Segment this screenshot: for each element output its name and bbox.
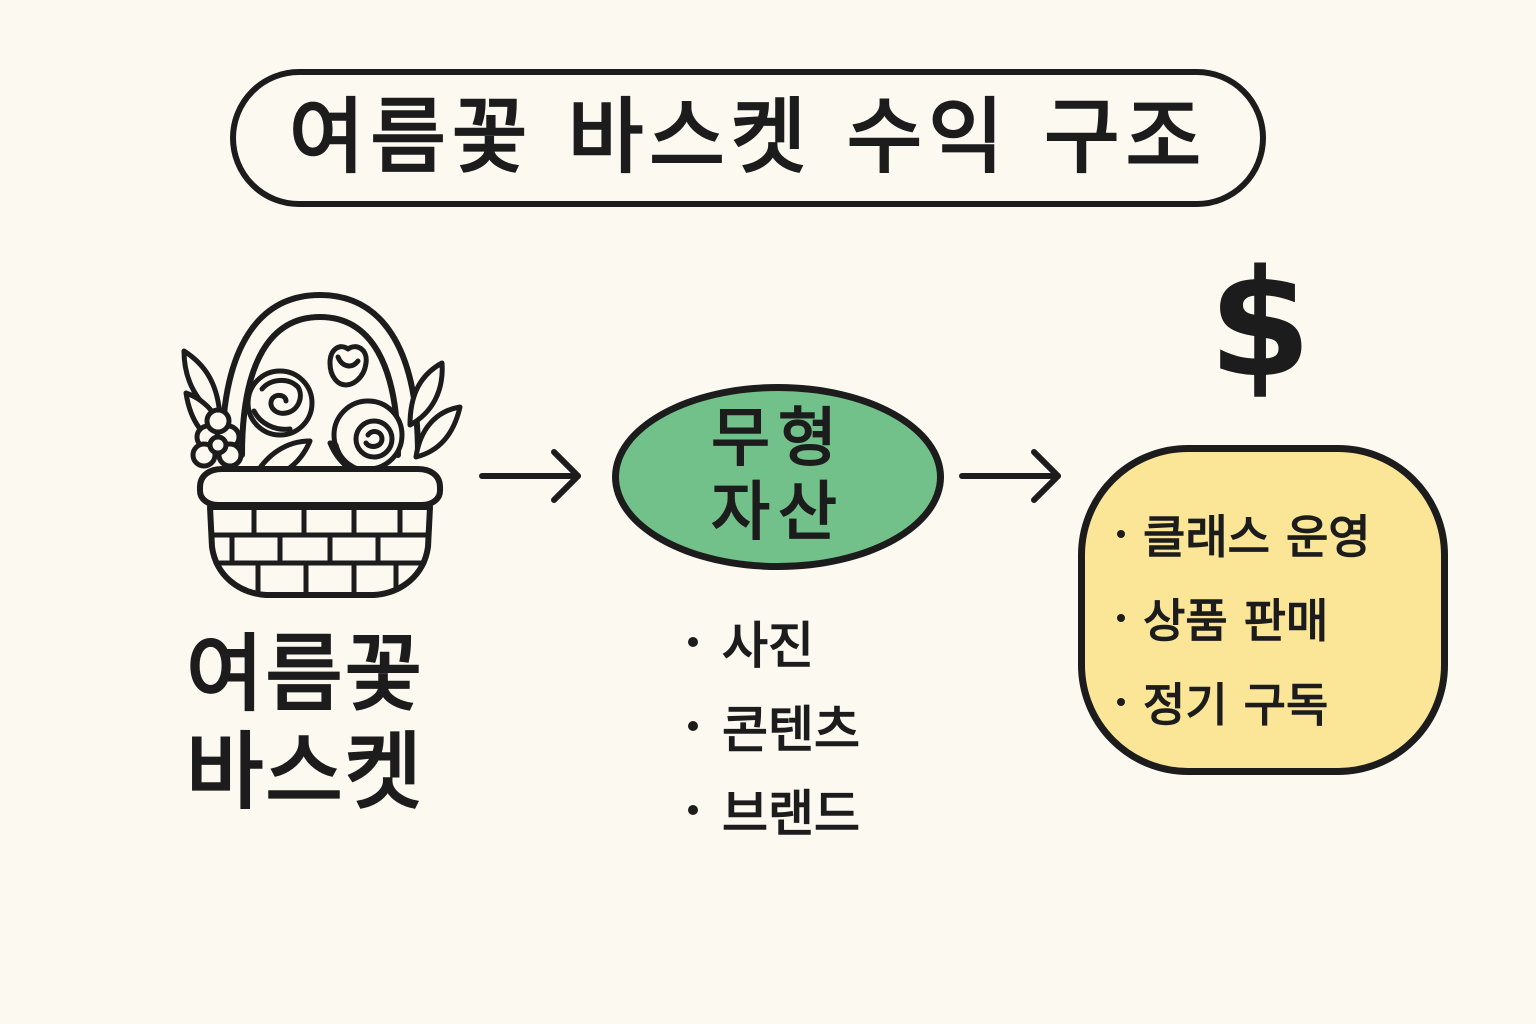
revenue-list: 클래스 운영 상품 판매 정기 구독: [1117, 492, 1371, 744]
source-label-line-2: 바스켓: [186, 723, 424, 822]
asset-item-label: 사진: [722, 617, 814, 675]
asset-item-label: 콘텐츠: [722, 701, 860, 759]
list-item: 정기 구독: [1117, 660, 1371, 744]
revenue-item-label: 상품 판매: [1143, 594, 1329, 648]
intangible-assets-line-2: 자산: [711, 476, 845, 550]
bullet-icon: [1117, 614, 1125, 622]
title-pill: 여름꽃 바스켓 수익 구조: [230, 69, 1266, 207]
bullet-icon: [1117, 698, 1125, 706]
arrow-right-icon: [478, 446, 588, 506]
list-item: 브랜드: [688, 768, 948, 852]
arrow-right-icon: [958, 446, 1068, 506]
flower-basket-icon: [170, 285, 470, 605]
list-item: 콘텐츠: [688, 684, 948, 768]
list-item: 상품 판매: [1117, 576, 1371, 660]
bullet-icon: [688, 637, 698, 647]
list-item: 클래스 운영: [1117, 492, 1371, 576]
diagram-title: 여름꽃 바스켓 수익 구조: [288, 90, 1208, 185]
source-label: 여름꽃 바스켓: [150, 625, 460, 822]
list-item: 사진: [688, 600, 948, 684]
bullet-icon: [688, 805, 698, 815]
revenue-node: 클래스 운영 상품 판매 정기 구독: [1078, 445, 1448, 775]
bullet-icon: [688, 721, 698, 731]
asset-item-label: 브랜드: [722, 785, 860, 843]
intangible-assets-list: 사진 콘텐츠 브랜드: [688, 600, 948, 852]
intangible-assets-line-1: 무형: [711, 402, 845, 477]
source-label-line-1: 여름꽃: [186, 625, 424, 723]
bullet-icon: [1117, 530, 1125, 538]
revenue-item-label: 정기 구독: [1143, 678, 1329, 732]
intangible-assets-node: 무형 자산: [612, 384, 944, 570]
revenue-item-label: 클래스 운영: [1143, 510, 1371, 564]
dollar-icon: $: [1208, 238, 1312, 410]
